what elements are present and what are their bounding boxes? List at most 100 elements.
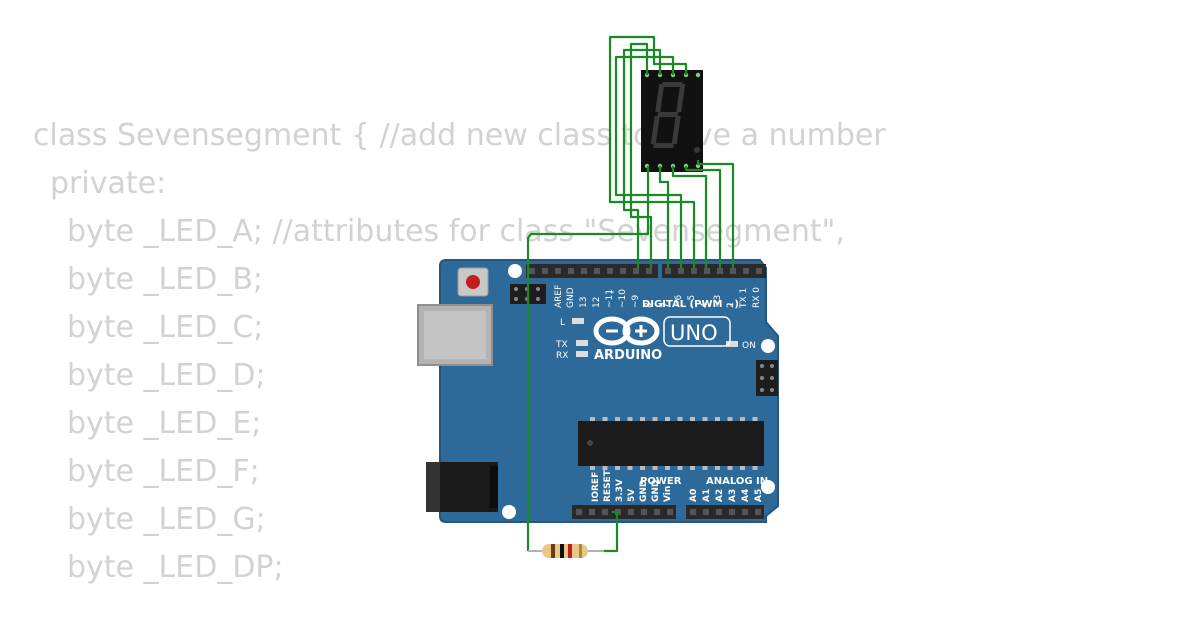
resistor[interactable] — [528, 544, 604, 558]
pin-socket — [602, 509, 608, 515]
jumper-wires[interactable] — [526, 35, 735, 553]
mounting-hole — [761, 480, 775, 494]
segment — [676, 84, 686, 112]
arduino-logo-icon — [593, 316, 660, 346]
pin-socket — [730, 268, 736, 274]
model-label: UNO — [670, 321, 718, 345]
analog-header — [686, 505, 764, 519]
pin-socket — [581, 268, 587, 274]
power-header — [572, 505, 676, 519]
wire[interactable] — [658, 166, 670, 268]
led-on-label: ON — [742, 341, 756, 351]
pin-socket — [633, 268, 639, 274]
pin-socket — [654, 509, 660, 515]
pin-label: AREF — [554, 285, 564, 308]
pin-label: 4 — [700, 302, 710, 308]
icsp-header-right — [756, 360, 778, 396]
seven-segment-display[interactable] — [641, 70, 703, 172]
segment — [655, 84, 665, 112]
digital-header-left — [526, 264, 658, 278]
led-rx — [576, 351, 588, 357]
segment — [671, 116, 681, 144]
pin-label: ~3 — [713, 295, 723, 308]
pin-socket — [704, 268, 710, 274]
usb-port — [417, 304, 493, 366]
pin-socket — [576, 509, 582, 515]
analog-header-label: ANALOG IN — [706, 476, 768, 487]
pin-label: 5V — [627, 489, 637, 502]
pin-label: 3.3V — [615, 479, 625, 502]
wire[interactable] — [526, 166, 650, 551]
pin-label: A2 — [715, 489, 725, 502]
atmega-chip — [578, 417, 764, 470]
led-l — [572, 318, 584, 324]
segment — [661, 82, 683, 87]
wire[interactable] — [629, 42, 653, 268]
segment — [653, 143, 674, 148]
pin-label: Vin — [663, 486, 673, 502]
pin-label: RESET — [603, 469, 613, 502]
digital-header-right — [662, 264, 766, 278]
segment — [657, 112, 679, 117]
pin-socket — [568, 268, 574, 274]
segment — [650, 116, 660, 144]
pin-socket — [690, 509, 696, 515]
brand-label: ARDUINO — [594, 348, 662, 363]
mounting-hole — [508, 264, 522, 278]
pin-socket — [667, 509, 673, 515]
pin-label: 12 — [592, 297, 602, 308]
pin-socket — [755, 509, 761, 515]
wire[interactable] — [622, 48, 662, 268]
pin-label: A1 — [702, 489, 712, 502]
pin-socket — [716, 509, 722, 515]
power-jack — [426, 462, 498, 512]
pin-socket — [729, 509, 735, 515]
pin-label: 7 — [661, 302, 671, 308]
wire[interactable] — [614, 55, 683, 268]
wire[interactable] — [608, 35, 696, 268]
digit-segments — [650, 82, 686, 148]
pin-label: A3 — [728, 489, 738, 502]
pin-socket — [641, 509, 647, 515]
pin-socket — [620, 268, 626, 274]
pin-socket — [529, 268, 535, 274]
wire[interactable] — [684, 166, 722, 268]
pin-label: A5 — [754, 489, 764, 502]
digital-pin-sockets[interactable] — [529, 268, 762, 274]
pin-label: 13 — [579, 297, 589, 308]
pin-label: A0 — [689, 489, 699, 502]
led-rx-label: RX — [556, 351, 568, 361]
pin-label: ~10 — [618, 289, 628, 308]
wire[interactable] — [604, 510, 619, 553]
bottom-pin-sockets[interactable] — [576, 509, 761, 515]
pin-socket — [646, 268, 652, 274]
wire[interactable] — [671, 166, 708, 268]
pin-label: ~11 — [605, 289, 615, 308]
digital-header-label: DIGITAL (PWM ~) — [642, 299, 739, 310]
reset-button[interactable] — [457, 267, 489, 297]
pin-label: RX 0 — [752, 287, 762, 308]
pin-label: GND — [651, 480, 661, 502]
pin-label: ~6 — [674, 294, 684, 308]
pin-socket — [678, 268, 684, 274]
pin-label: TX 1 — [739, 288, 749, 309]
pin-label: A4 — [741, 489, 751, 502]
decimal-point — [694, 147, 700, 153]
pin-socket — [628, 509, 634, 515]
pin-label: ~5 — [687, 295, 697, 308]
led-on — [726, 341, 738, 347]
pin-socket — [691, 268, 697, 274]
pin-label: 2 — [726, 302, 736, 308]
pin-socket — [555, 268, 561, 274]
power-header-label: POWER — [640, 476, 682, 487]
pin-socket — [743, 268, 749, 274]
led-l-label: L — [560, 318, 565, 328]
model-badge — [663, 316, 731, 347]
wire[interactable] — [696, 160, 735, 268]
pin-label: GND — [566, 287, 576, 308]
